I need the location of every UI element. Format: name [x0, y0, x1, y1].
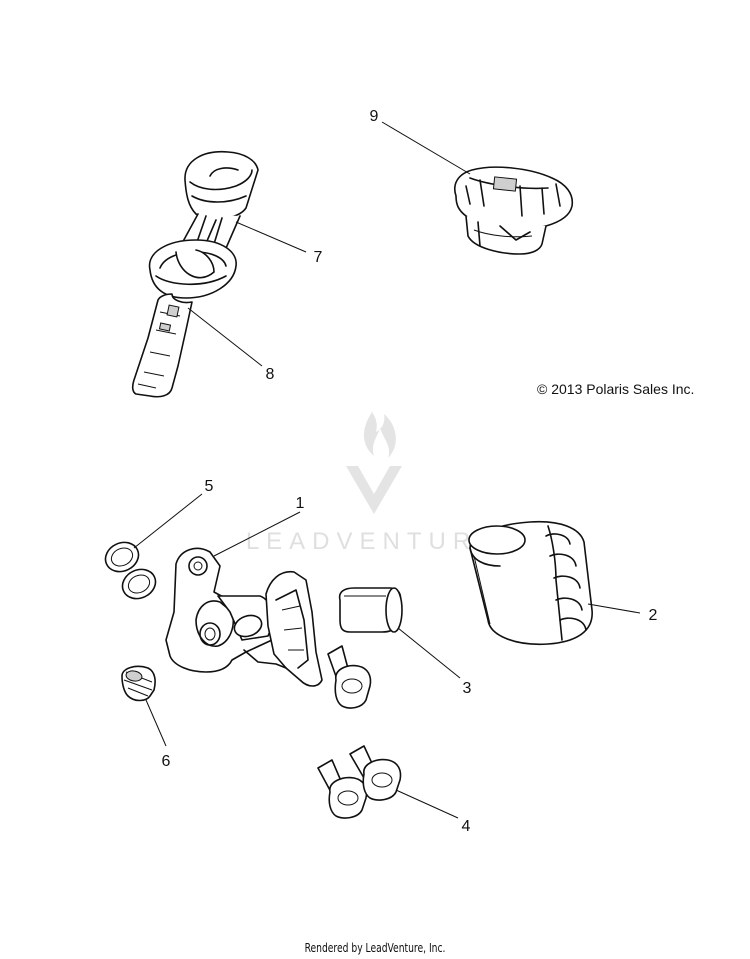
callout-numbers: 1 2 3 4 5 6 7 8 9	[162, 108, 658, 835]
callout-1: 1	[296, 495, 305, 512]
callout-2: 2	[649, 607, 658, 624]
leader-line-4	[395, 789, 459, 819]
filter-nipple-part-3	[338, 587, 403, 633]
rendered-by-footer: Rendered by LeadVenture, Inc.	[304, 941, 446, 955]
callout-4: 4	[462, 818, 471, 835]
callout-6: 6	[162, 753, 171, 770]
leader-line-1	[213, 511, 301, 557]
leader-line-2	[587, 603, 641, 614]
pipe-plug-part-6	[121, 665, 156, 702]
copyright-notice: © 2013 Polaris Sales Inc.	[537, 381, 695, 397]
callout-8: 8	[266, 366, 275, 383]
leader-line-6	[145, 699, 167, 747]
o-ring-part-5	[104, 541, 157, 600]
leader-line-3	[397, 627, 461, 679]
leader-line-7	[235, 221, 307, 253]
leadventure-watermark-logo: LEADVENTURE	[246, 412, 500, 555]
callout-7: 7	[314, 249, 323, 266]
leader-lines	[133, 121, 641, 819]
oil-filter-part-2	[468, 520, 593, 646]
callout-5: 5	[205, 478, 214, 495]
leader-line-9	[381, 121, 471, 175]
bolt-upper	[327, 645, 372, 709]
watermark-text: LEADVENTURE	[246, 528, 500, 555]
oil-filter-adapter-part-1	[165, 547, 323, 687]
leader-line-8	[187, 307, 263, 367]
leader-line-5	[133, 493, 203, 549]
oil-fill-cap-part-9	[454, 166, 574, 255]
bolts-part-4	[317, 745, 402, 819]
callout-3: 3	[463, 680, 472, 697]
callout-9: 9	[370, 108, 379, 125]
dipstick-part-8	[131, 293, 193, 398]
